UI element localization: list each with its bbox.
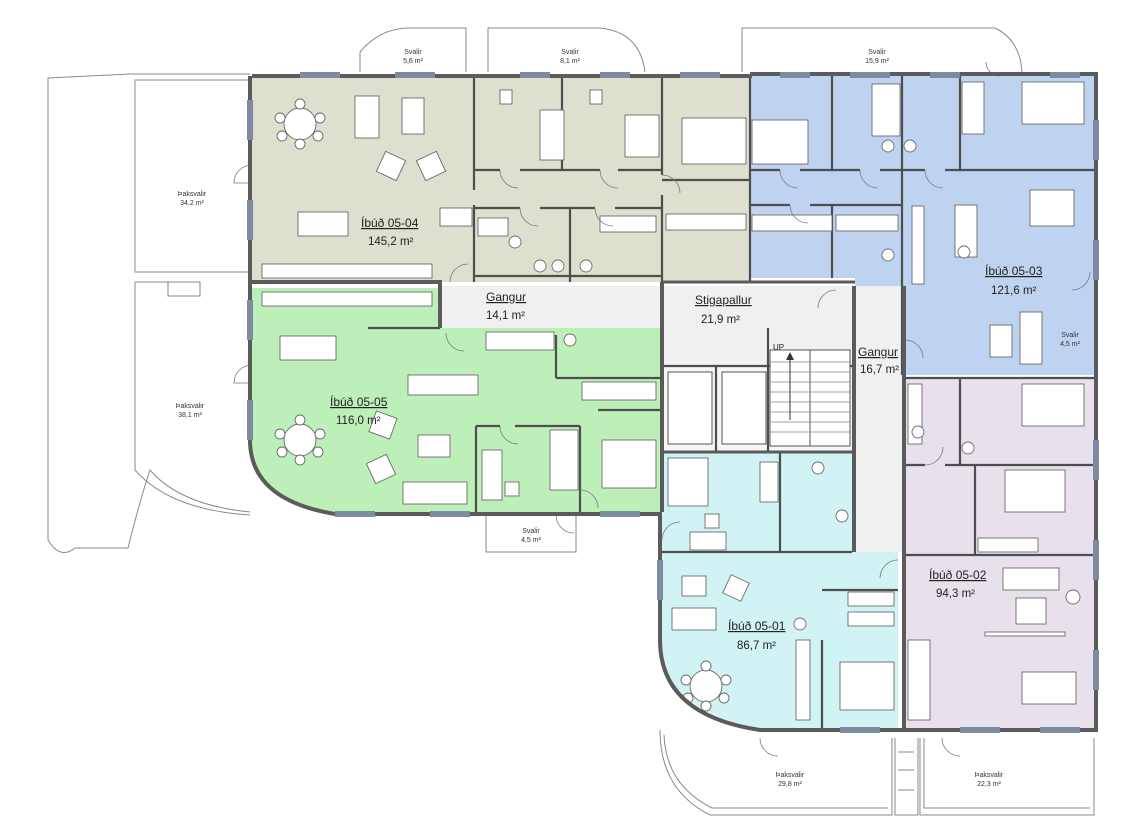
unit-0502-name: Íbúð 05-02 [929, 567, 987, 582]
exterior-walls [247, 72, 1099, 733]
unit-0503-name: Íbúð 05-03 [985, 263, 1043, 278]
thak1-area: 34,2 m² [180, 200, 204, 207]
unit-0501-area: 86,7 m² [737, 640, 776, 652]
svalir3-name: Svalir [868, 49, 886, 56]
svalir4-area: 4,5 m² [1060, 341, 1081, 348]
thak3-name: Þaksvalir [776, 772, 805, 779]
thak3-area: 29,8 m² [778, 781, 802, 788]
thak1-name: Þaksvalir [178, 191, 207, 198]
common-labels: Gangur 14,1 m² Stigapallur 21,9 m² Gangu… [486, 290, 899, 376]
unit-0504-name: Íbúð 05-04 [361, 215, 419, 230]
unit-0505-area: 116,0 m² [336, 415, 381, 427]
thak2-name: Þaksvalir [176, 403, 205, 410]
unit-0503-area: 121,6 m² [991, 285, 1037, 297]
terrace-outlines [47, 27, 1095, 816]
unit-0504-area: 145,2 m² [368, 236, 414, 248]
thak4-name: Þaksvalir [975, 772, 1004, 779]
gangur2-area: 16,7 m² [860, 364, 899, 376]
stigapallur-name: Stigapallur [695, 293, 752, 307]
svalir3-area: 15,9 m² [865, 58, 889, 65]
svalir5-name: Svalir [522, 528, 540, 535]
unit-0501-name: Íbúð 05-01 [728, 618, 786, 633]
unit-0505-name: Íbúð 05-05 [330, 394, 388, 409]
svalir4-name: Svalir [1061, 332, 1079, 339]
unit-0502-fill [905, 378, 1095, 728]
thak2-area: 38,1 m² [178, 412, 202, 419]
svalir1-area: 5,6 m² [403, 58, 424, 65]
thak4-area: 22,3 m² [977, 781, 1001, 788]
terrace-labels: Þaksvalir 34,2 m² Þaksvalir 38,1 m² Þaks… [176, 191, 1004, 788]
svalir2-area: 8,1 m² [560, 58, 581, 65]
furniture [261, 81, 1085, 721]
svalir1-name: Svalir [404, 49, 422, 56]
unit-0502-area: 94,3 m² [936, 588, 975, 600]
unit-labels: Íbúð 05-04 145,2 m² Íbúð 05-05 116,0 m² … [330, 215, 1043, 652]
svalir5-area: 4,5 m² [521, 537, 542, 544]
stair-up-label: UP [773, 343, 784, 352]
gangur1-area: 14,1 m² [486, 310, 525, 322]
stigapallur-area: 21,9 m² [701, 314, 740, 326]
svalir2-name: Svalir [561, 49, 579, 56]
staircase [667, 349, 851, 447]
gangur2-name: Gangur [858, 345, 898, 359]
gangur1-fill [440, 286, 662, 328]
balcony-labels: Svalir 5,6 m² Svalir 8,1 m² Svalir 15,9 … [403, 49, 1081, 544]
gangur1-name: Gangur [486, 290, 526, 304]
gangur2-fill [854, 286, 904, 552]
